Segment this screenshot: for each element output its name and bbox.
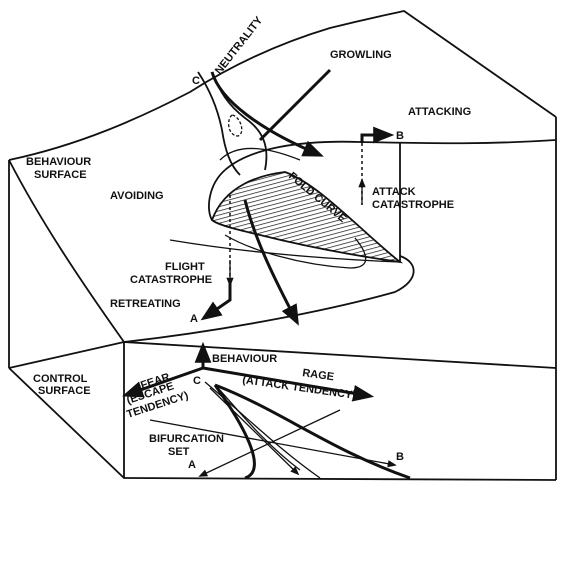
label-retreating: RETREATING	[110, 298, 181, 310]
label-flight-catastrophe-2: CATASTROPHE	[130, 274, 212, 286]
label-behaviour: BEHAVIOUR	[212, 353, 277, 365]
label-attack-catastrophe-1: ATTACK	[372, 186, 416, 198]
label-point-b-top: B	[396, 130, 404, 142]
control-paths	[149, 387, 397, 477]
flight-catastrophe-path	[200, 195, 234, 321]
label-rage: RAGE	[302, 367, 335, 383]
label-point-a-bottom: A	[188, 459, 196, 471]
label-avoiding: AVOIDING	[110, 190, 164, 202]
label-bifurcation-1: BIFURCATION	[149, 433, 224, 445]
label-point-a-top: A	[190, 313, 198, 325]
label-control-surface-2: SURFACE	[38, 385, 91, 397]
label-attacking: ATTACKING	[408, 106, 471, 118]
label-control-surface-1: CONTROL	[33, 373, 88, 385]
label-point-b-bottom: B	[396, 451, 404, 463]
attack-catastrophe-path	[358, 126, 395, 205]
label-behaviour-surface-1: BEHAVIOUR	[26, 156, 91, 168]
bifurcation-set	[204, 381, 411, 480]
control-axes	[122, 366, 375, 402]
behaviour-surface	[8, 10, 557, 343]
lower-fold-loop	[224, 234, 367, 269]
label-bifurcation-2: SET	[168, 446, 190, 458]
label-behaviour-surface-2: SURFACE	[34, 169, 87, 181]
neutrality-curve	[197, 71, 301, 176]
label-neutrality: NEUTRALITY	[213, 14, 266, 77]
label-point-c-top: C	[192, 75, 200, 87]
label-growling: GROWLING	[330, 49, 392, 61]
label-point-c-bottom: C	[193, 375, 201, 387]
label-attack-tendency: (ATTACK TENDENCY)	[242, 374, 357, 402]
label-flight-catastrophe-1: FLIGHT	[165, 261, 205, 273]
label-attack-catastrophe-2: CATASTROPHE	[372, 199, 454, 211]
behaviour-arrows	[210, 68, 332, 326]
